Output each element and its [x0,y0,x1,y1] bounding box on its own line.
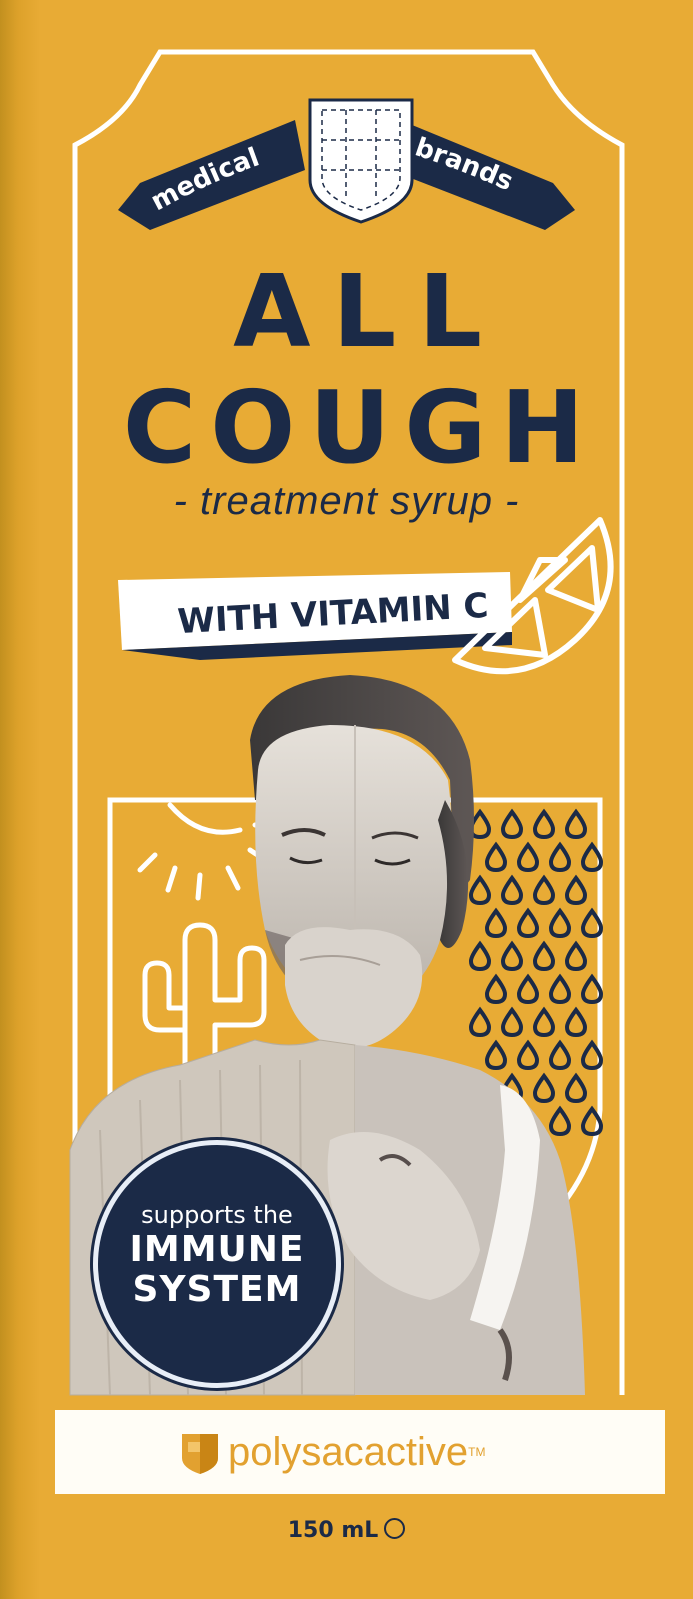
drop-icon [548,841,572,873]
badge-line-2: IMMUNE [129,1229,305,1270]
drop-icon [564,1006,588,1038]
drop-icon [548,907,572,939]
drop-icon [500,874,524,906]
trademark-mark: TM [468,1445,486,1459]
shield-icon [308,98,414,224]
drop-icon [516,1039,540,1071]
immune-badge [93,1140,341,1388]
drop-icon [484,907,508,939]
brand-logo-name: polysacactive [228,1430,469,1474]
drop-icon [500,808,524,840]
drop-icon [564,940,588,972]
drop-icon [580,1039,604,1071]
drop-icon [484,973,508,1005]
drop-icon [532,874,556,906]
vitamin-banner [118,572,512,650]
badge-line-1: supports the [141,1201,293,1229]
drop-icon [548,1039,572,1071]
drop-icon [500,940,524,972]
product-subtitle: - treatment syrup - [173,479,520,523]
product-name-line-2: COUGH [122,369,599,486]
vitamin-banner-shadow [122,632,512,660]
product-name-line-1: ALL [233,253,504,370]
drop-icon [516,907,540,939]
drop-icon [564,874,588,906]
drop-icon [564,808,588,840]
drop-icon [532,808,556,840]
drop-icon [548,973,572,1005]
drop-icon [484,1039,508,1071]
drop-icon [580,973,604,1005]
drop-icon [532,940,556,972]
drop-icon [484,841,508,873]
frame-outline [72,49,625,1395]
estimated-sign-icon [384,1518,406,1539]
brand-logo-text: polysacactiveTM [228,1430,485,1474]
lemon-slice-icon [452,517,614,675]
brand-shield-icon [182,1434,218,1474]
drop-icon [532,1006,556,1038]
drop-icon [500,1006,524,1038]
footer-band [55,1410,665,1494]
drop-icon [468,940,492,972]
drop-icon [580,1105,604,1137]
badge-line-3: SYSTEM [132,1269,302,1310]
volume-value: 150 mL [287,1518,379,1543]
drop-icon [580,841,604,873]
drop-icon [532,1072,556,1104]
immune-badge-text: supports the IMMUNE SYSTEM [93,1200,341,1310]
drop-icon [516,973,540,1005]
drop-icon [468,874,492,906]
volume-label: 150 mL [0,1518,693,1543]
drop-icon [468,1006,492,1038]
drop-icon [516,841,540,873]
drop-icon [548,1105,572,1137]
drop-icon [580,907,604,939]
drop-icon [564,1072,588,1104]
cactus-icon [142,922,267,1080]
